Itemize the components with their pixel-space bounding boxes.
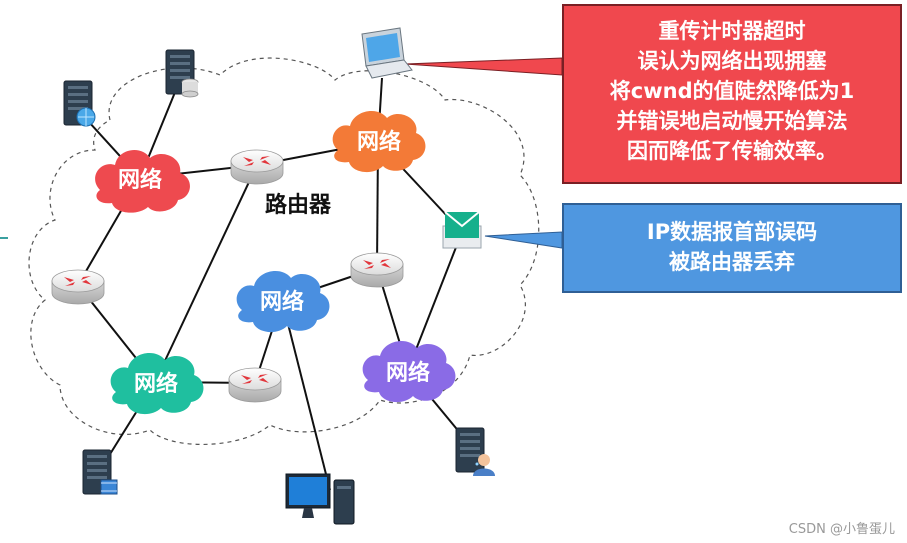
router-label: 路由器 — [265, 192, 332, 218]
side-mark — [0, 237, 8, 239]
timeout-callout-line: 重传计时器超时 — [658, 19, 806, 43]
timeout-callout-pointer — [404, 57, 563, 76]
network-cloud-blue: 网络 — [236, 271, 330, 333]
video-server-icon — [82, 449, 118, 495]
desktop-computer-icon — [285, 473, 355, 525]
web-server-icon — [63, 80, 96, 127]
network-label: 网络 — [260, 289, 304, 315]
internet-boundary — [28, 57, 540, 445]
network-label: 网络 — [357, 129, 401, 155]
network-label: 网络 — [134, 371, 178, 397]
timeout-callout-line: 将cwnd的值陡然降低为1 — [609, 79, 855, 103]
network-cloud-purple: 网络 — [362, 341, 456, 403]
network-label: 网络 — [118, 167, 162, 193]
error-callout-line: IP数据报首部误码 — [646, 220, 818, 244]
network-cloud-red: 网络 — [95, 149, 190, 213]
laptop-icon — [361, 27, 413, 79]
router-icon — [51, 269, 105, 305]
timeout-callout-line: 因而降低了传输效率。 — [627, 139, 837, 163]
network-cloud-green: 网络 — [110, 353, 204, 415]
timeout-callout-line: 误认为网络出现拥塞 — [637, 49, 827, 73]
error-callout-pointer — [484, 231, 563, 249]
error-callout: IP数据报首部误码 被路由器丢弃 — [562, 203, 902, 293]
network-label: 网络 — [386, 360, 430, 386]
mail-icon — [442, 211, 482, 249]
error-callout-line: 被路由器丢弃 — [669, 250, 795, 274]
router-icon — [228, 367, 282, 403]
timeout-callout-line: 并错误地启动慢开始算法 — [616, 109, 848, 133]
watermark: CSDN @小鲁蛋儿 — [788, 522, 895, 537]
database-server-icon — [165, 49, 199, 98]
network-cloud-orange: 网络 — [332, 111, 426, 173]
user-server-icon — [455, 427, 495, 476]
timeout-callout: 重传计时器超时 误认为网络出现拥塞 将cwnd的值陡然降低为1 并错误地启动慢开… — [562, 4, 902, 184]
router-icon — [230, 149, 284, 185]
router-icon — [350, 252, 404, 288]
